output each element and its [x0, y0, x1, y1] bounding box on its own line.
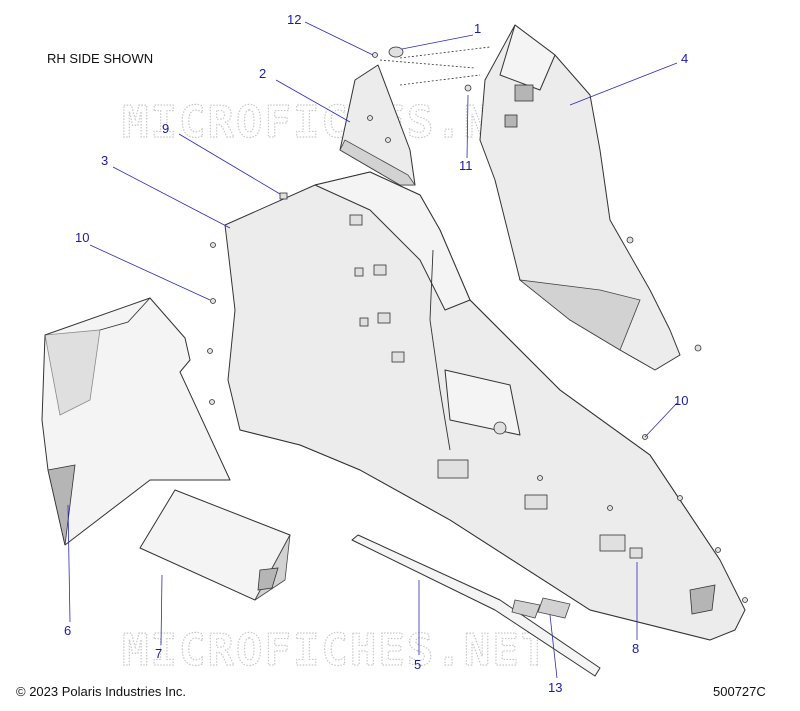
part-7-panel	[139, 489, 291, 601]
diagram-code: 500727C	[713, 684, 766, 699]
part-9-fastener	[279, 192, 288, 200]
callout-6: 6	[64, 623, 71, 638]
watermark-top: MICROFICHES.NET	[122, 97, 549, 148]
part-1-plug	[388, 46, 404, 58]
watermark-bottom: MICROFICHES.NET	[122, 625, 549, 676]
hardware	[207, 46, 748, 603]
copyright-text: © 2023 Polaris Industries Inc.	[16, 684, 186, 699]
leader-lines	[67, 21, 678, 679]
callout-8: 8	[632, 641, 639, 656]
callout-5: 5	[414, 657, 421, 672]
part-3-main-panel	[224, 171, 746, 641]
view-note: RH SIDE SHOWN	[47, 51, 154, 66]
part-13-pads	[511, 597, 571, 619]
part-2-bracket	[339, 64, 416, 186]
part-4-molding	[479, 24, 702, 371]
part-11-nut	[464, 84, 472, 92]
callout-10-left: 10	[75, 230, 89, 245]
callout-2: 2	[259, 66, 266, 81]
callout-4: 4	[681, 51, 688, 66]
part-5-trim-strip	[351, 534, 601, 677]
callout-10-right: 10	[674, 393, 688, 408]
part-12-screw	[372, 52, 378, 58]
callout-13: 13	[548, 680, 562, 695]
callout-1: 1	[474, 21, 481, 36]
callout-12: 12	[287, 12, 301, 27]
callout-7: 7	[155, 646, 162, 661]
callout-labels: 1 2 3 4 5 6 7 8 9 10 10 11 12 13	[64, 12, 688, 695]
callout-11: 11	[459, 158, 473, 173]
part-6-panel	[41, 297, 231, 546]
callout-3: 3	[101, 153, 108, 168]
callout-9: 9	[162, 121, 169, 136]
